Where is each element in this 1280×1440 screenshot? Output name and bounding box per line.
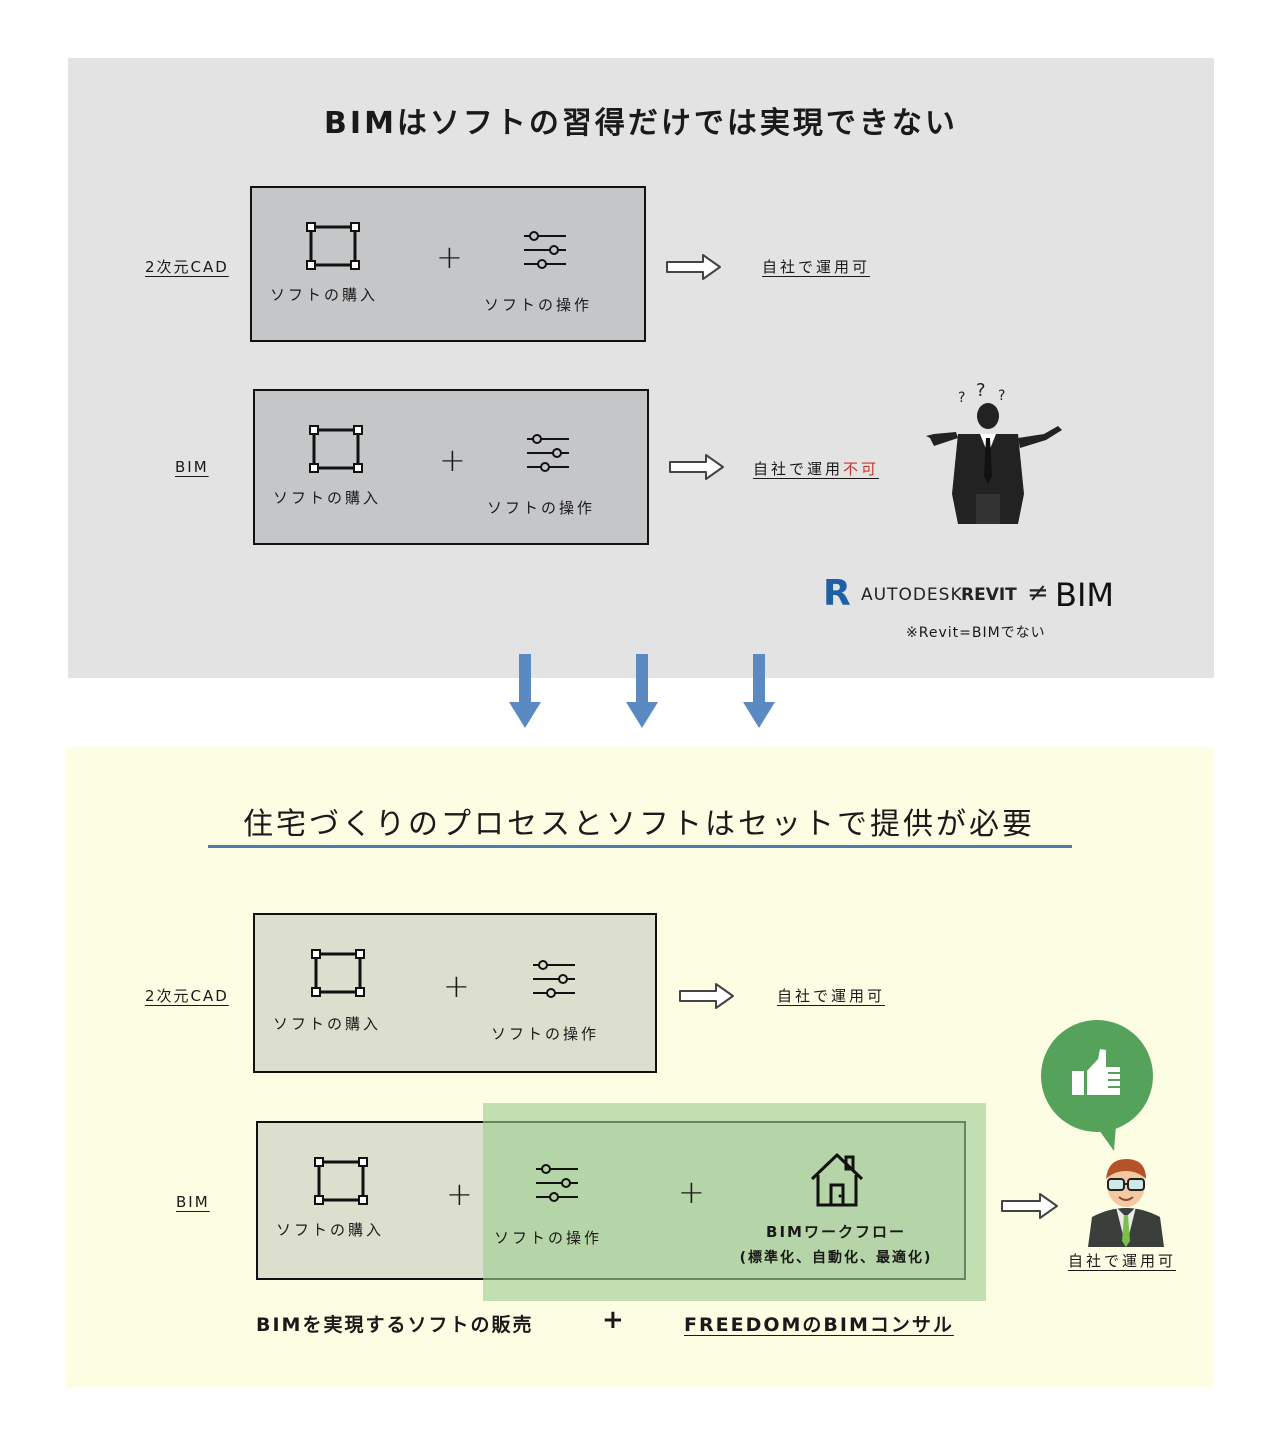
- bim-process-content: ソフトの操作 + BIMワークフロー (標準化、自動化、最適化): [256, 1121, 966, 1280]
- connector-arrows: [0, 650, 1280, 730]
- title-underline: [208, 845, 1072, 848]
- bim-process-box: ソフトの購入 + ソフトの操作: [253, 389, 649, 545]
- plus-sign: +: [678, 1173, 705, 1211]
- thumbs-up-bubble-icon: [1041, 1020, 1153, 1151]
- caption-operation: ソフトの操作: [494, 1229, 603, 1247]
- result-arrow-icon: [1001, 1193, 1058, 1219]
- svg-text:?: ?: [998, 388, 1005, 404]
- result-arrow-icon: [666, 254, 721, 280]
- caption-purchase: ソフトの購入: [270, 286, 379, 304]
- frame-select-icon: [306, 222, 360, 270]
- revit-not-bim: R AUTODESK REVIT ≠ BIM: [823, 576, 1123, 616]
- result-operable: 自社で運用可: [1068, 1252, 1177, 1270]
- result-not-operable: 自社で運用不可: [753, 458, 879, 479]
- sliders-icon: [533, 960, 575, 998]
- result-arrow-icon: [669, 454, 724, 480]
- bottom-title: 住宅づくりのプロセスとソフトはセットで提供が必要: [243, 807, 1035, 842]
- bim-label: BIM: [1055, 576, 1114, 614]
- frame-select-icon: [314, 1157, 368, 1205]
- bim-workflow-label: BIMワークフロー: [766, 1223, 906, 1241]
- caption-operation: ソフトの操作: [491, 1025, 600, 1043]
- caption-operation: ソフトの操作: [484, 296, 593, 314]
- not-equal-sign: ≠: [1027, 578, 1049, 608]
- sliders-icon: [524, 231, 566, 269]
- consulting-overlay: [483, 1103, 986, 1301]
- svg-text:?: ?: [958, 390, 965, 406]
- result-not-possible: 不可: [843, 460, 880, 478]
- plus-sign: +: [446, 1175, 473, 1213]
- plus-sign: +: [436, 238, 463, 276]
- row-label-2d-cad: 2次元CAD: [145, 258, 229, 276]
- result-operable: 自社で運用可: [777, 987, 886, 1005]
- revit-product: REVIT: [961, 585, 1017, 605]
- sliders-icon: [536, 1164, 578, 1202]
- software-sales-label: BIMを実現するソフトの販売: [256, 1314, 534, 1336]
- revit-logo-icon: R: [823, 573, 851, 614]
- top-panel: BIMはソフトの習得だけでは実現できない 2次元CAD ソフトの購入 + ソフト…: [68, 58, 1214, 678]
- freedom-consulting-link[interactable]: FREEDOMのBIMコンサル: [684, 1314, 954, 1336]
- caption-operation: ソフトの操作: [487, 499, 596, 517]
- plus-sign: +: [439, 441, 466, 479]
- bim-workflow-detail: (標準化、自動化、最適化): [739, 1250, 933, 1266]
- frame-select-icon: [311, 949, 365, 997]
- caption-purchase: ソフトの購入: [273, 1015, 382, 1033]
- down-arrow-icon: [626, 654, 658, 728]
- result-operable: 自社で運用可: [762, 258, 871, 276]
- row-label-bim: BIM: [175, 458, 209, 476]
- down-arrow-icon: [509, 654, 541, 728]
- top-title: BIMはソフトの習得だけでは実現できない: [324, 106, 958, 141]
- confused-businessman-icon: ? ? ?: [926, 380, 1062, 524]
- avatar: [1088, 1159, 1164, 1247]
- revit-note: ※Revit=BIMでない: [906, 625, 1046, 641]
- sliders-icon: [527, 434, 569, 472]
- row-label-bim: BIM: [176, 1193, 210, 1211]
- row-label-2d-cad: 2次元CAD: [145, 987, 229, 1005]
- plus-sign: +: [443, 967, 470, 1005]
- caption-purchase: ソフトの購入: [273, 489, 382, 507]
- plus-sign: +: [602, 1305, 624, 1335]
- caption-purchase: ソフトの購入: [276, 1221, 385, 1239]
- autodesk-brand: AUTODESK: [861, 585, 963, 605]
- bottom-panel: 住宅づくりのプロセスとソフトはセットで提供が必要 2次元CAD ソフトの購入 +…: [66, 747, 1213, 1387]
- cad-process-box: ソフトの購入 + ソフトの操作: [250, 186, 646, 342]
- frame-select-icon: [309, 425, 363, 473]
- cad-process-box: ソフトの購入 + ソフトの操作: [253, 913, 657, 1073]
- house-icon: [810, 1153, 864, 1207]
- result-arrow-icon: [679, 983, 734, 1009]
- down-arrow-icon: [743, 654, 775, 728]
- result-prefix: 自社で運用: [753, 460, 844, 478]
- svg-text:?: ?: [976, 380, 986, 401]
